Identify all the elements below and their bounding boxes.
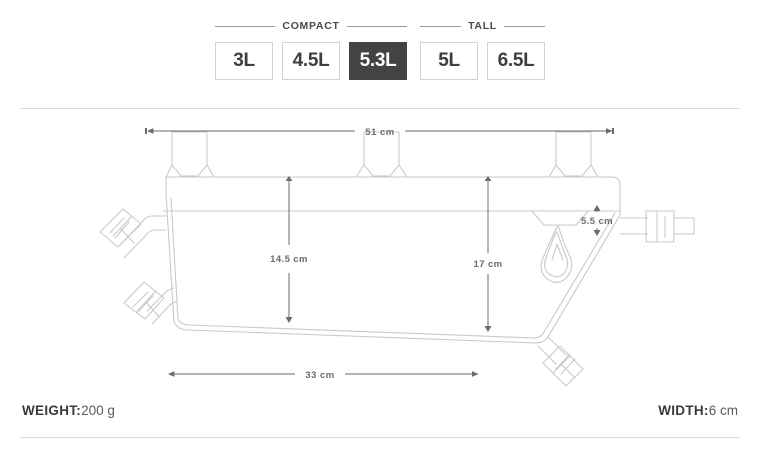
dimension-top-length: 51 cm (145, 127, 614, 138)
divider-top (20, 108, 740, 109)
width-label: WIDTH: (658, 402, 709, 418)
dimension-annotations: 51 cm 14.5 cm 17 cm (145, 127, 614, 381)
width-value: 6 cm (708, 402, 738, 418)
rule-right (503, 25, 546, 27)
dimension-bottom-length-label: 33 cm (305, 370, 334, 381)
strap-buckle-bottom-right (542, 345, 584, 387)
size-option-3l[interactable]: 3L (215, 42, 273, 80)
size-group-compact: COMPACT 3L 4.5L 5.3L (215, 18, 408, 80)
rule-left (420, 25, 462, 27)
dimension-right-height: 17 cm (474, 176, 503, 332)
bag-outline (99, 131, 695, 387)
size-group-tall-header: TALL (420, 18, 546, 34)
size-group-compact-title: COMPACT (282, 20, 340, 32)
size-group-compact-options: 3L 4.5L 5.3L (215, 42, 407, 80)
size-option-4-5l[interactable]: 4.5L (282, 42, 340, 80)
dimension-left-height-label: 14.5 cm (270, 254, 308, 265)
weight-spec: WEIGHT:200 g (22, 403, 115, 418)
frame-bag-diagram: 51 cm 14.5 cm 17 cm (99, 127, 695, 387)
width-spec: WIDTH:6 cm (658, 403, 738, 418)
weight-label: WEIGHT: (22, 402, 82, 418)
size-group-tall-title: TALL (468, 20, 497, 32)
dimension-left-height: 14.5 cm (270, 176, 308, 323)
size-option-6-5l[interactable]: 6.5L (487, 42, 545, 80)
strap-buckle-right (645, 210, 695, 243)
dimension-top-length-label: 51 cm (365, 127, 394, 138)
size-group-compact-header: COMPACT (215, 18, 408, 34)
size-group-tall-options: 5L 6.5L (420, 42, 545, 80)
size-selector: COMPACT 3L 4.5L 5.3L TALL 5L 6.5L (0, 18, 760, 80)
dimension-corner-height: 5.5 cm (581, 205, 613, 236)
size-option-5l[interactable]: 5L (420, 42, 478, 80)
strap-buckle-upper-left (99, 208, 142, 248)
size-option-5-3l[interactable]: 5.3L (349, 42, 407, 80)
spec-footer: WEIGHT:200 g WIDTH:6 cm (0, 398, 760, 422)
divider-bottom (20, 437, 740, 438)
strap-buckle-lower-left (123, 281, 165, 320)
dimension-bottom-length: 33 cm (168, 370, 479, 381)
size-group-tall: TALL 5L 6.5L (420, 18, 546, 80)
zipper-pull (531, 210, 589, 284)
dimension-right-height-label: 17 cm (474, 259, 503, 270)
rule-left (215, 25, 276, 27)
weight-value: 200 g (81, 402, 115, 418)
dimension-corner-height-label: 5.5 cm (581, 216, 613, 227)
rule-right (346, 25, 408, 27)
